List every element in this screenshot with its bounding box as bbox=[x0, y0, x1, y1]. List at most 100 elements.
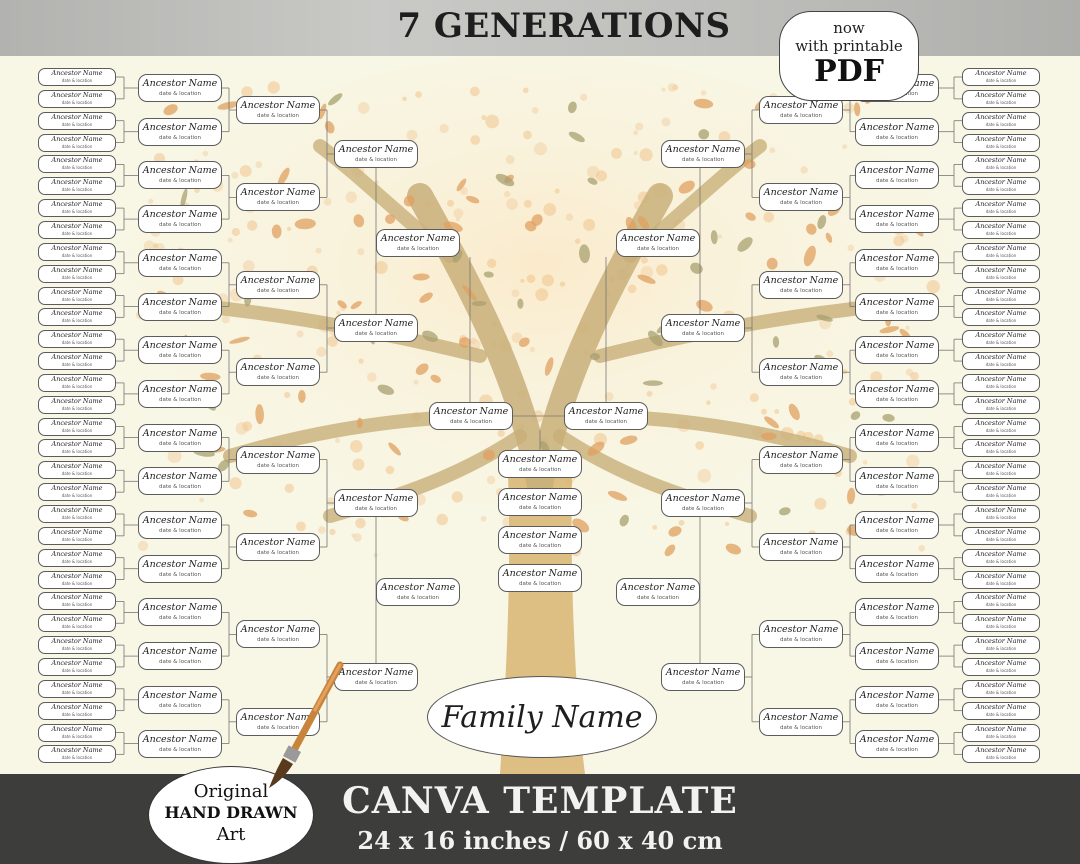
ancestor-box[interactable]: Ancestor Namedate & location bbox=[855, 205, 939, 234]
ancestor-box[interactable]: Ancestor Namedate & location bbox=[138, 642, 222, 671]
ancestor-box[interactable]: Ancestor Namedate & location bbox=[236, 96, 320, 124]
ancestor-box[interactable]: Ancestor Namedate & location bbox=[376, 229, 460, 257]
ancestor-box[interactable]: Ancestor Namedate & location bbox=[38, 461, 116, 480]
ancestor-box[interactable]: Ancestor Namedate & location bbox=[759, 533, 843, 561]
ancestor-box[interactable]: Ancestor Namedate & location bbox=[38, 505, 116, 523]
ancestor-box[interactable]: Ancestor Namedate & location bbox=[138, 292, 222, 321]
ancestor-box[interactable]: Ancestor Namedate & location bbox=[498, 564, 582, 592]
ancestor-box[interactable]: Ancestor Namedate & location bbox=[855, 685, 939, 714]
ancestor-box[interactable]: Ancestor Namedate & location bbox=[855, 423, 939, 452]
ancestor-box[interactable]: Ancestor Namedate & location bbox=[962, 89, 1040, 108]
ancestor-box[interactable]: Ancestor Namedate & location bbox=[38, 526, 116, 545]
ancestor-box[interactable]: Ancestor Namedate & location bbox=[38, 679, 116, 698]
ancestor-box[interactable]: Ancestor Namedate & location bbox=[38, 439, 116, 458]
ancestor-box[interactable]: Ancestor Namedate & location bbox=[855, 379, 939, 408]
ancestor-box[interactable]: Ancestor Namedate & location bbox=[334, 663, 418, 691]
ancestor-box[interactable]: Ancestor Namedate & location bbox=[38, 330, 116, 349]
ancestor-box[interactable]: Ancestor Namedate & location bbox=[334, 314, 418, 342]
ancestor-box[interactable]: Ancestor Namedate & location bbox=[38, 286, 116, 305]
ancestor-box[interactable]: Ancestor Namedate & location bbox=[759, 183, 843, 212]
ancestor-box[interactable]: Ancestor Namedate & location bbox=[759, 620, 843, 649]
ancestor-box[interactable]: Ancestor Namedate & location bbox=[138, 554, 222, 583]
ancestor-box[interactable]: Ancestor Namedate & location bbox=[962, 548, 1040, 567]
ancestor-box[interactable]: Ancestor Namedate & location bbox=[759, 270, 843, 299]
ancestor-box[interactable]: Ancestor Namedate & location bbox=[38, 701, 116, 720]
ancestor-box[interactable]: Ancestor Namedate & location bbox=[38, 177, 116, 196]
ancestor-box[interactable]: Ancestor Namedate & location bbox=[38, 636, 116, 655]
ancestor-box[interactable]: Ancestor Namedate & location bbox=[962, 133, 1040, 152]
ancestor-box[interactable]: Ancestor Namedate & location bbox=[962, 723, 1040, 742]
ancestor-box[interactable]: Ancestor Namedate & location bbox=[962, 308, 1040, 327]
ancestor-box[interactable]: Ancestor Namedate & location bbox=[759, 707, 843, 736]
ancestor-box[interactable]: Ancestor Namedate & location bbox=[236, 270, 320, 299]
ancestor-box[interactable]: Ancestor Namedate & location bbox=[38, 308, 116, 327]
ancestor-box[interactable]: Ancestor Namedate & location bbox=[962, 614, 1040, 633]
ancestor-box[interactable]: Ancestor Namedate & location bbox=[138, 729, 222, 758]
ancestor-box[interactable]: Ancestor Namedate & location bbox=[38, 548, 116, 567]
ancestor-box[interactable]: Ancestor Namedate & location bbox=[38, 220, 116, 239]
ancestor-box[interactable]: Ancestor Namedate & location bbox=[38, 133, 116, 152]
ancestor-box[interactable]: Ancestor Namedate & location bbox=[962, 636, 1040, 655]
ancestor-box[interactable]: Ancestor Namedate & location bbox=[38, 483, 116, 502]
ancestor-box[interactable]: Ancestor Namedate & location bbox=[236, 445, 320, 474]
ancestor-box[interactable]: Ancestor Namedate & location bbox=[138, 511, 222, 539]
ancestor-box[interactable]: Ancestor Namedate & location bbox=[661, 489, 745, 517]
ancestor-box[interactable]: Ancestor Namedate & location bbox=[138, 467, 222, 496]
ancestor-box[interactable]: Ancestor Namedate & location bbox=[855, 292, 939, 321]
ancestor-box[interactable]: Ancestor Namedate & location bbox=[962, 395, 1040, 414]
ancestor-box[interactable]: Ancestor Namedate & location bbox=[962, 701, 1040, 720]
ancestor-box[interactable]: Ancestor Namedate & location bbox=[376, 578, 460, 606]
ancestor-box[interactable]: Ancestor Namedate & location bbox=[38, 614, 116, 633]
ancestor-box[interactable]: Ancestor Namedate & location bbox=[759, 445, 843, 474]
ancestor-box[interactable]: Ancestor Namedate & location bbox=[38, 417, 116, 436]
ancestor-box[interactable]: Ancestor Namedate & location bbox=[661, 140, 745, 168]
ancestor-box[interactable]: Ancestor Namedate & location bbox=[962, 526, 1040, 545]
ancestor-box[interactable]: Ancestor Namedate & location bbox=[38, 155, 116, 174]
ancestor-box[interactable]: Ancestor Namedate & location bbox=[962, 417, 1040, 436]
ancestor-box[interactable]: Ancestor Namedate & location bbox=[236, 183, 320, 212]
ancestor-box[interactable]: Ancestor Namedate & location bbox=[855, 642, 939, 671]
ancestor-box[interactable]: Ancestor Namedate & location bbox=[38, 199, 116, 218]
ancestor-box[interactable]: Ancestor Namedate & location bbox=[498, 526, 582, 554]
ancestor-box[interactable]: Ancestor Namedate & location bbox=[759, 358, 843, 387]
ancestor-box[interactable]: Ancestor Namedate & location bbox=[962, 373, 1040, 392]
ancestor-box[interactable]: Ancestor Namedate & location bbox=[236, 533, 320, 561]
ancestor-box[interactable]: Ancestor Namedate & location bbox=[138, 248, 222, 277]
ancestor-box[interactable]: Ancestor Namedate & location bbox=[962, 155, 1040, 174]
ancestor-box[interactable]: Ancestor Namedate & location bbox=[962, 461, 1040, 480]
ancestor-box[interactable]: Ancestor Namedate & location bbox=[138, 336, 222, 365]
ancestor-box[interactable]: Ancestor Namedate & location bbox=[38, 592, 116, 611]
ancestor-box[interactable]: Ancestor Namedate & location bbox=[855, 729, 939, 758]
ancestor-box[interactable]: Ancestor Namedate & location bbox=[616, 578, 700, 606]
ancestor-box[interactable]: Ancestor Namedate & location bbox=[38, 745, 116, 764]
ancestor-box[interactable]: Ancestor Namedate & location bbox=[429, 402, 513, 430]
ancestor-box[interactable]: Ancestor Namedate & location bbox=[138, 598, 222, 627]
ancestor-box[interactable]: Ancestor Namedate & location bbox=[962, 286, 1040, 305]
ancestor-box[interactable]: Ancestor Namedate & location bbox=[962, 679, 1040, 698]
ancestor-box[interactable]: Ancestor Namedate & location bbox=[962, 264, 1040, 283]
ancestor-box[interactable]: Ancestor Namedate & location bbox=[138, 685, 222, 714]
ancestor-box[interactable]: Ancestor Namedate & location bbox=[498, 488, 582, 516]
ancestor-box[interactable]: Ancestor Namedate & location bbox=[661, 663, 745, 691]
ancestor-box[interactable]: Ancestor Namedate & location bbox=[38, 373, 116, 392]
ancestor-box[interactable]: Ancestor Namedate & location bbox=[38, 264, 116, 283]
ancestor-box[interactable]: Ancestor Namedate & location bbox=[855, 554, 939, 583]
ancestor-box[interactable]: Ancestor Namedate & location bbox=[962, 242, 1040, 261]
ancestor-box[interactable]: Ancestor Namedate & location bbox=[962, 592, 1040, 611]
ancestor-box[interactable]: Ancestor Namedate & location bbox=[962, 505, 1040, 523]
ancestor-box[interactable]: Ancestor Namedate & location bbox=[38, 570, 116, 589]
ancestor-box[interactable]: Ancestor Namedate & location bbox=[38, 68, 116, 86]
ancestor-box[interactable]: Ancestor Namedate & location bbox=[616, 229, 700, 257]
ancestor-box[interactable]: Ancestor Namedate & location bbox=[962, 220, 1040, 239]
ancestor-box[interactable]: Ancestor Namedate & location bbox=[138, 117, 222, 146]
ancestor-box[interactable]: Ancestor Namedate & location bbox=[962, 68, 1040, 86]
ancestor-box[interactable]: Ancestor Namedate & location bbox=[564, 402, 648, 430]
ancestor-box[interactable]: Ancestor Namedate & location bbox=[138, 379, 222, 408]
ancestor-box[interactable]: Ancestor Namedate & location bbox=[962, 745, 1040, 764]
ancestor-box[interactable]: Ancestor Namedate & location bbox=[855, 248, 939, 277]
ancestor-box[interactable]: Ancestor Namedate & location bbox=[334, 489, 418, 517]
ancestor-box[interactable]: Ancestor Namedate & location bbox=[236, 620, 320, 649]
ancestor-box[interactable]: Ancestor Namedate & location bbox=[855, 467, 939, 496]
ancestor-box[interactable]: Ancestor Namedate & location bbox=[962, 352, 1040, 371]
ancestor-box[interactable]: Ancestor Namedate & location bbox=[855, 598, 939, 627]
